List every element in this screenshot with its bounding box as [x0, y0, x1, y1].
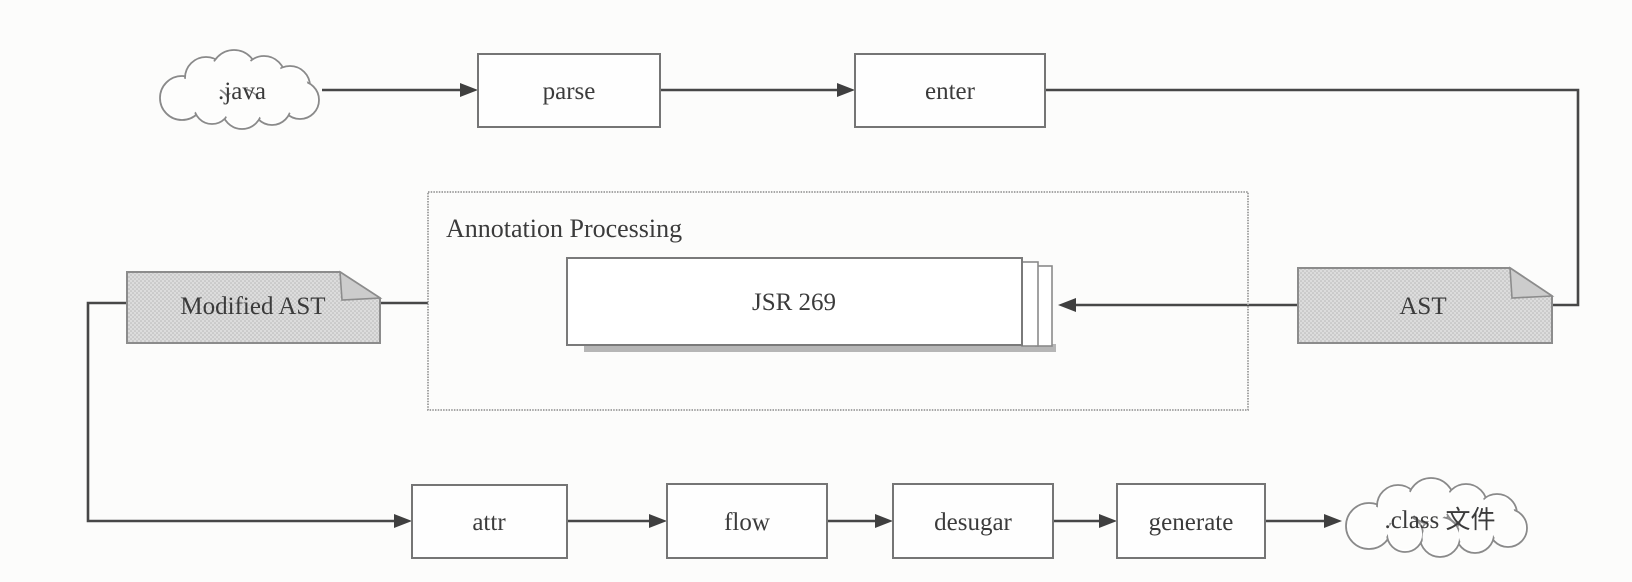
- attr-box-rect: [411, 484, 568, 559]
- class-file-cloud-label: .class 文件: [1384, 506, 1495, 534]
- flow-box-rect: [666, 483, 828, 559]
- desugar-box-rect: [892, 483, 1054, 559]
- generate-label: generate: [1149, 509, 1234, 536]
- ast-document-body: [1297, 267, 1553, 344]
- annotation-processing-label: Annotation Processing: [446, 214, 682, 243]
- arrowhead-into-parse: [460, 83, 478, 97]
- enter-label: enter: [925, 78, 976, 105]
- generate-box: generate: [1116, 483, 1266, 559]
- modified-ast-label: Modified AST: [180, 293, 325, 320]
- arrowhead-into-flow: [649, 514, 667, 528]
- parse-box-rect: [477, 53, 661, 128]
- flow-box: flow: [666, 483, 828, 559]
- desugar-box: desugar: [892, 483, 1054, 559]
- jsr269-label: JSR 269: [752, 289, 836, 316]
- generate-box-rect: [1116, 483, 1266, 559]
- jsr269-stack-page2: [1021, 261, 1039, 347]
- modified-ast-document-fold-corner: [339, 270, 383, 301]
- arrowhead-into-generate: [1099, 514, 1117, 528]
- flow-label: flow: [724, 509, 770, 536]
- arrowhead-into-class-cloud: [1324, 514, 1342, 528]
- jsr269-stack: JSR 269: [566, 257, 1056, 352]
- desugar-label: desugar: [934, 509, 1012, 536]
- enter-box-rect: [854, 53, 1046, 128]
- parse-label: parse: [543, 78, 596, 105]
- edge-modified-ast-to-attr: [86, 301, 395, 523]
- ast-document: AST: [1297, 266, 1555, 344]
- class-file-cloud: .class 文件: [1345, 477, 1528, 558]
- modified-ast-document-body: [126, 271, 381, 344]
- java-cloud-outline: [159, 49, 320, 130]
- arrowhead-into-attr: [394, 514, 412, 528]
- parse-box: parse: [477, 53, 661, 128]
- modified-ast-document: Modified AST: [126, 270, 383, 344]
- arrowhead-into-jsr269: [1058, 298, 1076, 312]
- edge-enter-to-ast: [1045, 88, 1580, 307]
- jsr269-stack-shadow: [584, 344, 1056, 352]
- jsr269-stack-page1: [566, 257, 1023, 346]
- arrowhead-into-enter: [837, 83, 855, 97]
- attr-label: attr: [472, 509, 506, 536]
- java-cloud: .java: [159, 49, 320, 130]
- annotation-processing-container: [427, 191, 1249, 411]
- attr-box: attr: [411, 484, 568, 559]
- enter-box: enter: [854, 53, 1046, 128]
- arrowhead-into-desugar: [875, 514, 893, 528]
- ast-label: AST: [1399, 293, 1446, 320]
- java-cloud-label: .java: [218, 78, 266, 105]
- ast-document-fold-corner: [1509, 266, 1555, 299]
- class-file-cloud-outline: [1345, 477, 1528, 558]
